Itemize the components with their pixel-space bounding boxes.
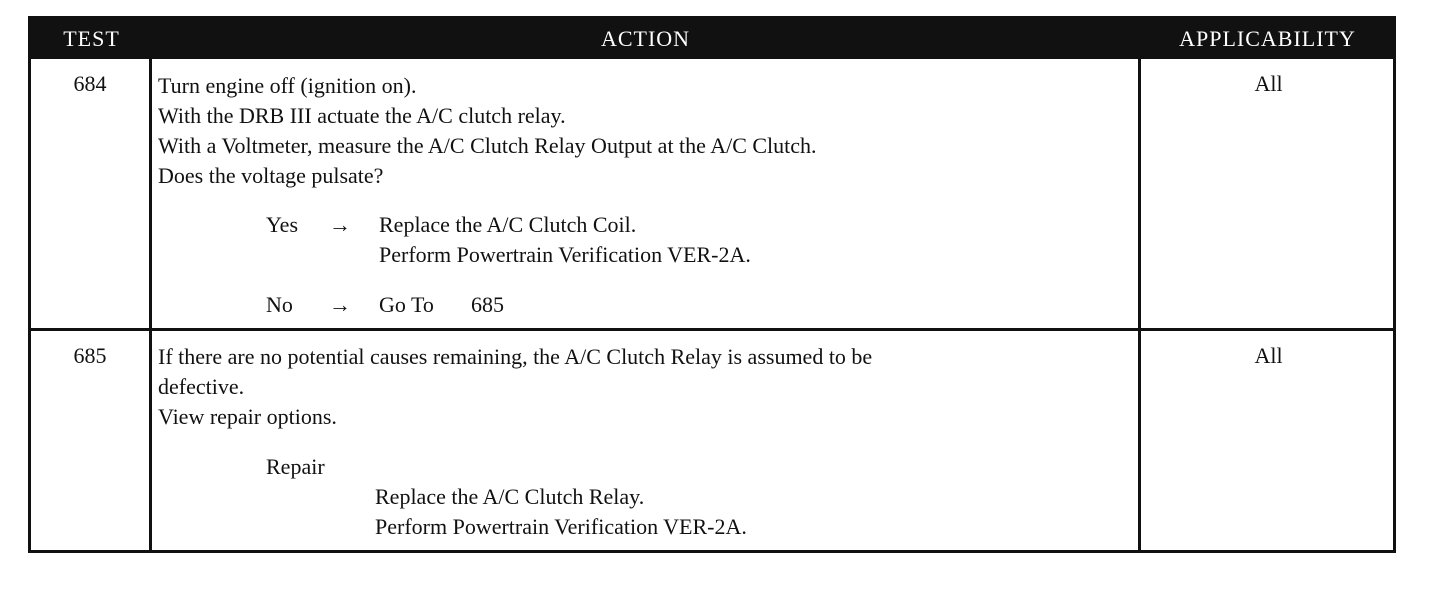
action-line: With a Voltmeter, measure the A/C Clutch…	[158, 133, 817, 158]
applicability-value: All	[1254, 71, 1283, 96]
header-applicability: APPLICABILITY	[1179, 26, 1356, 51]
action-line: If there are no potential causes remaini…	[158, 344, 873, 369]
arrow-right-icon: →	[329, 292, 351, 317]
yes-result-line: Perform Powertrain Verification VER-2A.	[379, 242, 751, 267]
repair-line: Perform Powertrain Verification VER-2A.	[375, 514, 747, 539]
no-label: No	[266, 292, 293, 317]
test-number: 685	[73, 343, 107, 368]
yes-result-line: Replace the A/C Clutch Coil.	[379, 212, 637, 237]
column-divider-applicability	[1138, 59, 1141, 550]
no-result-text: Go To	[379, 292, 434, 317]
applicability-value: All	[1254, 343, 1283, 368]
table-header: TEST ACTION APPLICABILITY	[31, 19, 1393, 59]
no-result-target: 685	[471, 292, 504, 317]
test-number: 684	[73, 71, 107, 96]
repair-label: Repair	[266, 454, 325, 479]
action-line: Does the voltage pulsate?	[158, 163, 384, 188]
diagnostic-table: TEST ACTION APPLICABILITY 684 Turn engin…	[28, 16, 1396, 553]
action-line: Turn engine off (ignition on).	[158, 73, 417, 98]
header-test: TEST	[63, 26, 120, 51]
column-divider-test	[149, 59, 152, 550]
row-divider	[31, 328, 1393, 331]
yes-label: Yes	[266, 212, 299, 237]
action-line: With the DRB III actuate the A/C clutch …	[158, 103, 566, 128]
header-action: ACTION	[600, 26, 691, 51]
action-line: View repair options.	[158, 404, 337, 429]
action-line: defective.	[158, 374, 245, 399]
repair-line: Replace the A/C Clutch Relay.	[375, 484, 645, 509]
arrow-right-icon: →	[329, 212, 351, 237]
